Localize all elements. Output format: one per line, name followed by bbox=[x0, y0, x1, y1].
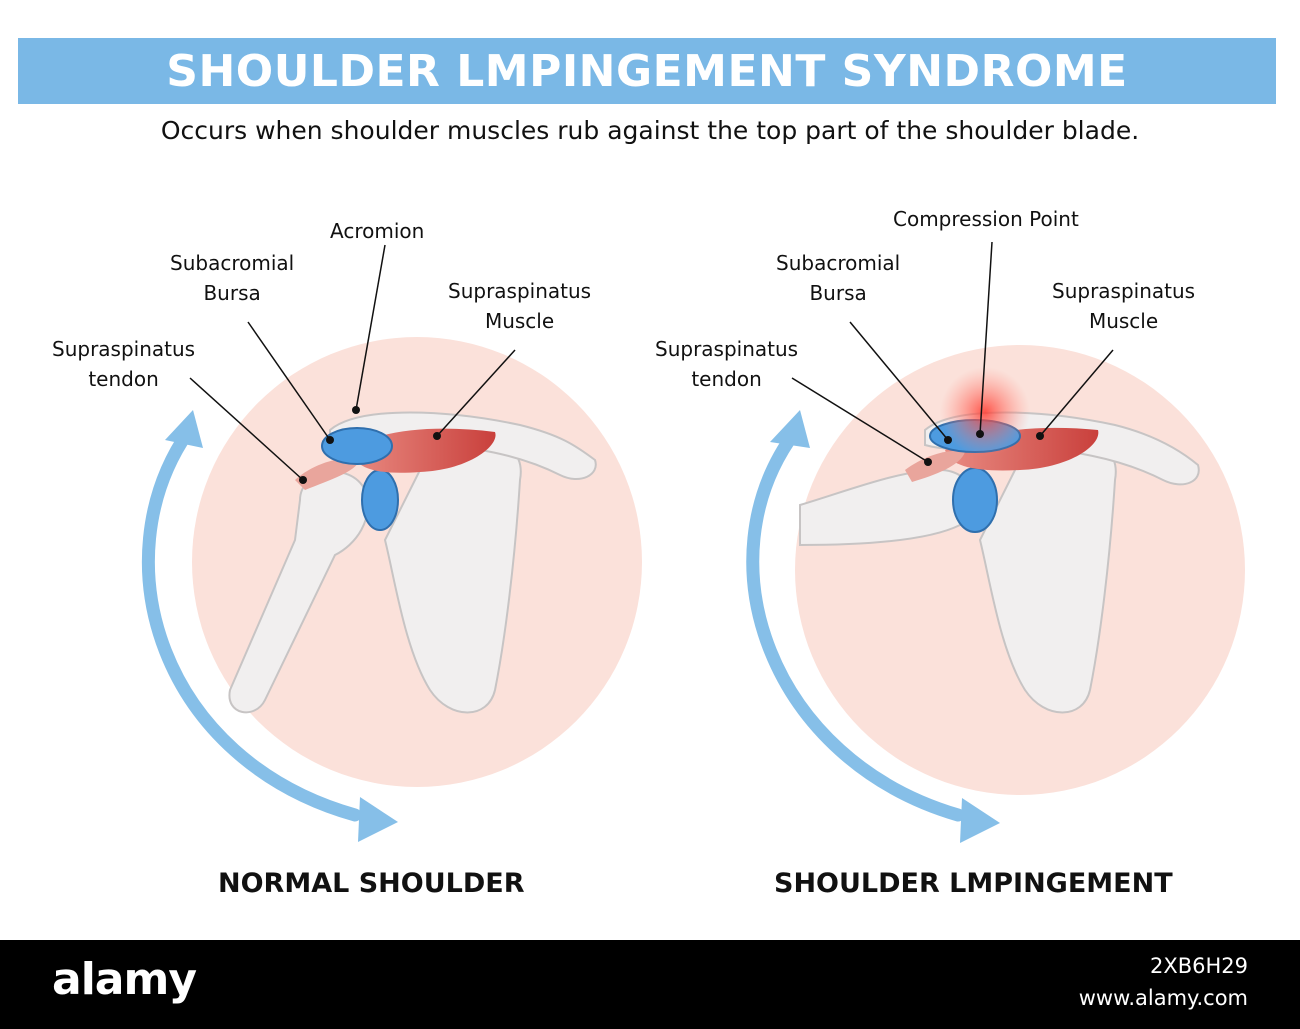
rotation-arrow bbox=[746, 425, 965, 822]
impingement-shoulder-illustration bbox=[746, 241, 1245, 843]
caption-shoulder-impingement: SHOULDER LMPINGEMENT bbox=[774, 868, 1173, 899]
normal-shoulder-illustration bbox=[141, 244, 642, 842]
label-subacromial-bursa: Subacromial Bursa bbox=[776, 248, 900, 308]
dot-tendon bbox=[299, 476, 307, 484]
caption-normal-shoulder: NORMAL SHOULDER bbox=[218, 868, 525, 899]
leader-bursa bbox=[849, 321, 949, 441]
label-line: tendon bbox=[88, 367, 159, 391]
page-subtitle: Occurs when shoulder muscles rub against… bbox=[160, 116, 1140, 145]
label-supraspinatus-tendon: Supraspinatus tendon bbox=[655, 334, 798, 394]
label-line: Bursa bbox=[809, 281, 867, 305]
label-line: Subacromial bbox=[776, 251, 901, 275]
label-line: Bursa bbox=[203, 281, 261, 305]
arrow-head-top bbox=[165, 410, 203, 448]
label-acromion: Acromion bbox=[330, 216, 424, 246]
dot-bursa bbox=[326, 436, 334, 444]
dot-acromion bbox=[352, 406, 360, 414]
leader-muscle bbox=[1039, 349, 1114, 437]
leader-compression bbox=[979, 241, 993, 435]
arrow-head-bottom bbox=[960, 798, 1000, 843]
label-line: Compression Point bbox=[893, 207, 1079, 231]
label-line: Supraspinatus bbox=[655, 337, 799, 361]
stock-footer: alamy 2XB6H29 www.alamy.com bbox=[0, 940, 1300, 1029]
compression-glow bbox=[940, 367, 1030, 457]
supraspinatus-tendon bbox=[295, 458, 360, 490]
label-compression-point: Compression Point bbox=[893, 204, 1079, 234]
dot-muscle bbox=[1036, 432, 1044, 440]
diagram-illustration bbox=[141, 241, 1245, 843]
arrow-head-top bbox=[770, 410, 810, 448]
label-supraspinatus-muscle: Supraspinatus Muscle bbox=[448, 276, 591, 336]
label-line: Muscle bbox=[484, 309, 555, 333]
label-supraspinatus-muscle: Supraspinatus Muscle bbox=[1052, 276, 1195, 336]
subacromial-bursa bbox=[321, 427, 393, 465]
dot-muscle bbox=[433, 432, 441, 440]
joint-cartilage bbox=[361, 469, 399, 531]
rotation-arrow bbox=[141, 425, 362, 822]
label-line: Supraspinatus bbox=[52, 337, 196, 361]
leader-tendon bbox=[791, 377, 929, 463]
alamy-logo: alamy bbox=[52, 954, 197, 1005]
leader-muscle bbox=[436, 349, 516, 437]
leader-tendon bbox=[189, 377, 304, 481]
page-title: SHOULDER LMPINGEMENT SYNDROME bbox=[166, 45, 1128, 97]
label-line: tendon bbox=[691, 367, 762, 391]
dot-tendon bbox=[924, 458, 932, 466]
dot-bursa bbox=[944, 436, 952, 444]
joint-cartilage bbox=[952, 467, 998, 533]
label-line: Subacromial bbox=[170, 251, 295, 275]
label-line: Supraspinatus bbox=[448, 279, 592, 303]
leader-acromion bbox=[355, 244, 386, 411]
label-supraspinatus-tendon: Supraspinatus tendon bbox=[52, 334, 195, 394]
leader-bursa bbox=[247, 321, 331, 441]
label-acromion-text: Acromion bbox=[330, 219, 425, 243]
supraspinatus-tendon bbox=[905, 450, 965, 482]
label-line: Muscle bbox=[1088, 309, 1159, 333]
label-subacromial-bursa: Subacromial Bursa bbox=[170, 248, 294, 308]
footer-url: www.alamy.com bbox=[1078, 986, 1248, 1010]
arrow-head-bottom bbox=[358, 797, 398, 842]
image-id: 2XB6H29 bbox=[1149, 954, 1248, 978]
label-line: Supraspinatus bbox=[1052, 279, 1196, 303]
title-banner: SHOULDER LMPINGEMENT SYNDROME bbox=[18, 38, 1276, 104]
dot-compression bbox=[976, 430, 984, 438]
